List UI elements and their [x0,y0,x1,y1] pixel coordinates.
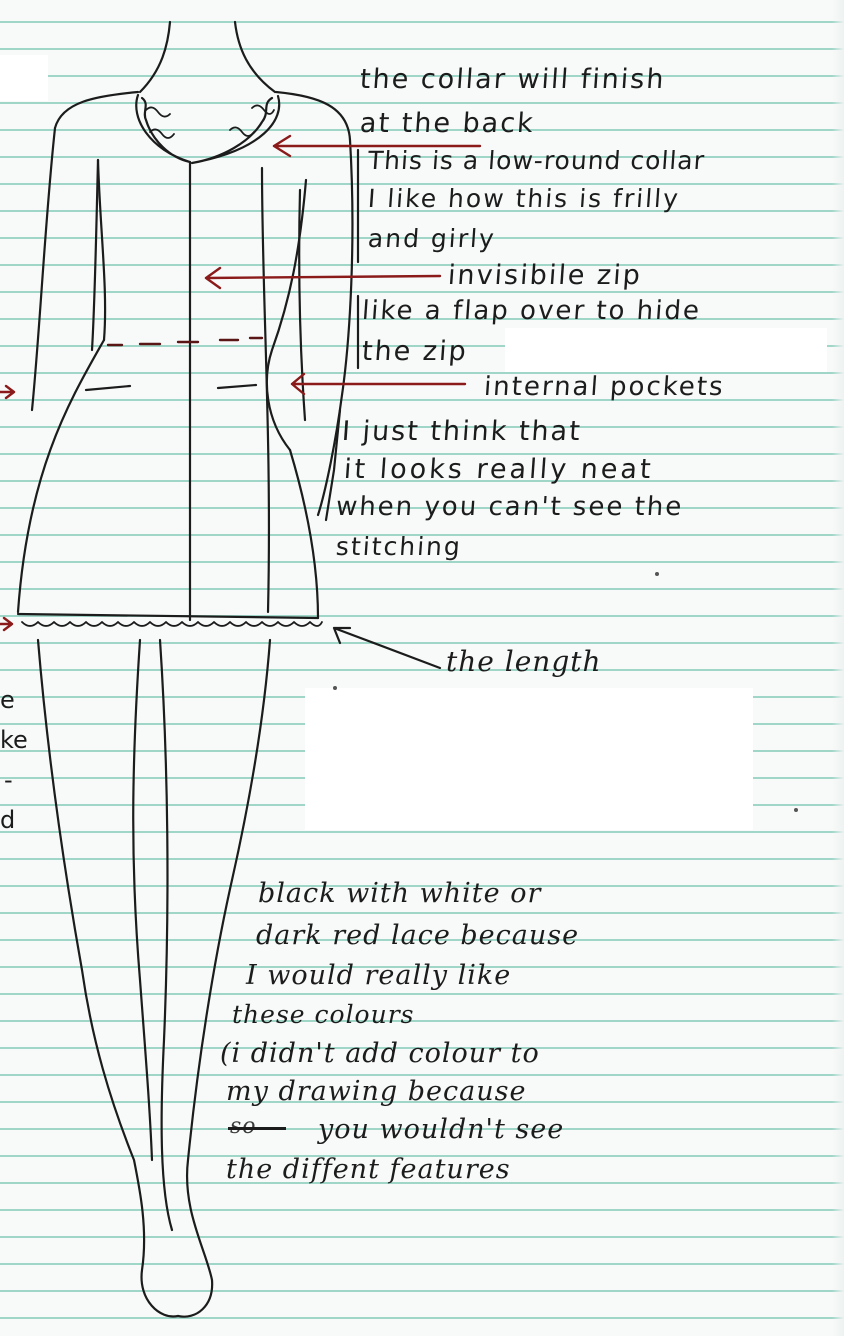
bodice-left [98,160,105,340]
right-panel-seam [262,168,269,612]
arrow-margin-hem [0,618,12,630]
note-zip: invisibile zip [447,262,643,289]
note-colour-8: the diffent features [226,1156,511,1183]
left-leg-inner [133,640,152,1160]
left-sleeve-inner [92,160,98,350]
note-length: the length [446,648,602,676]
note-pockets: internal pockets [483,374,725,400]
margin-fragment-1: e [0,688,15,712]
note-collar-finish-2: at the back [359,110,536,137]
strikethrough-mark [228,1127,286,1130]
note-colour-4: these colours [232,1002,415,1027]
left-shoulder [55,92,138,128]
neck-line-left [140,22,170,92]
note-pockets-reason-1: I just think that [341,418,583,445]
margin-fragment-2: ke [0,728,28,752]
note-colour-3: I would really like [246,962,511,989]
skirt-left [18,340,104,612]
note-flap-1: like a flap over to hide [361,298,702,324]
dot-1 [655,572,659,576]
note-frilly-2: and girly [367,226,497,251]
margin-fragment-4: d [0,808,15,832]
page-right-edge [832,0,844,1336]
neck-line-right [235,22,275,92]
note-colour-2: dark red lace because [256,922,579,949]
hem-lace [22,622,322,626]
note-flap-2: the zip [361,338,469,365]
skirt-right [290,450,318,618]
right-shoulder [276,92,350,140]
note-pockets-reason-3: when you can't see the [335,494,684,520]
arrow-pockets [292,374,465,394]
note-collar-finish-1: the collar will finish [359,66,666,93]
dot-2 [333,686,337,690]
note-frilly-1: I like how this is frilly [367,186,681,211]
note-pockets-reason-4: stitching [335,534,463,559]
pocket-right [218,385,256,388]
note-collar-type: This is a low-round collar [367,148,706,173]
note-pockets-reason-2: it looks really neat [343,456,654,483]
arrow-zip [206,268,440,288]
arrow-margin-pocket [0,386,14,398]
pocket-left [86,386,130,390]
right-leg-inner [160,640,172,1230]
margin-fragment-3: - [4,768,13,792]
note-colour-5: (i didn't add colour to [220,1040,540,1067]
note-colour-1: black with white or [258,880,541,907]
collar-right [192,96,279,163]
hem-line [18,614,318,618]
waist-dashes [108,338,262,345]
arrow-length [334,628,440,668]
note-colour-7: you wouldn't see [318,1116,564,1143]
left-sleeve-outer [32,128,55,410]
collar-left [136,95,190,162]
note-colour-6: my drawing because [226,1078,526,1105]
left-leg-outer [38,640,178,1317]
dot-3 [794,808,798,812]
